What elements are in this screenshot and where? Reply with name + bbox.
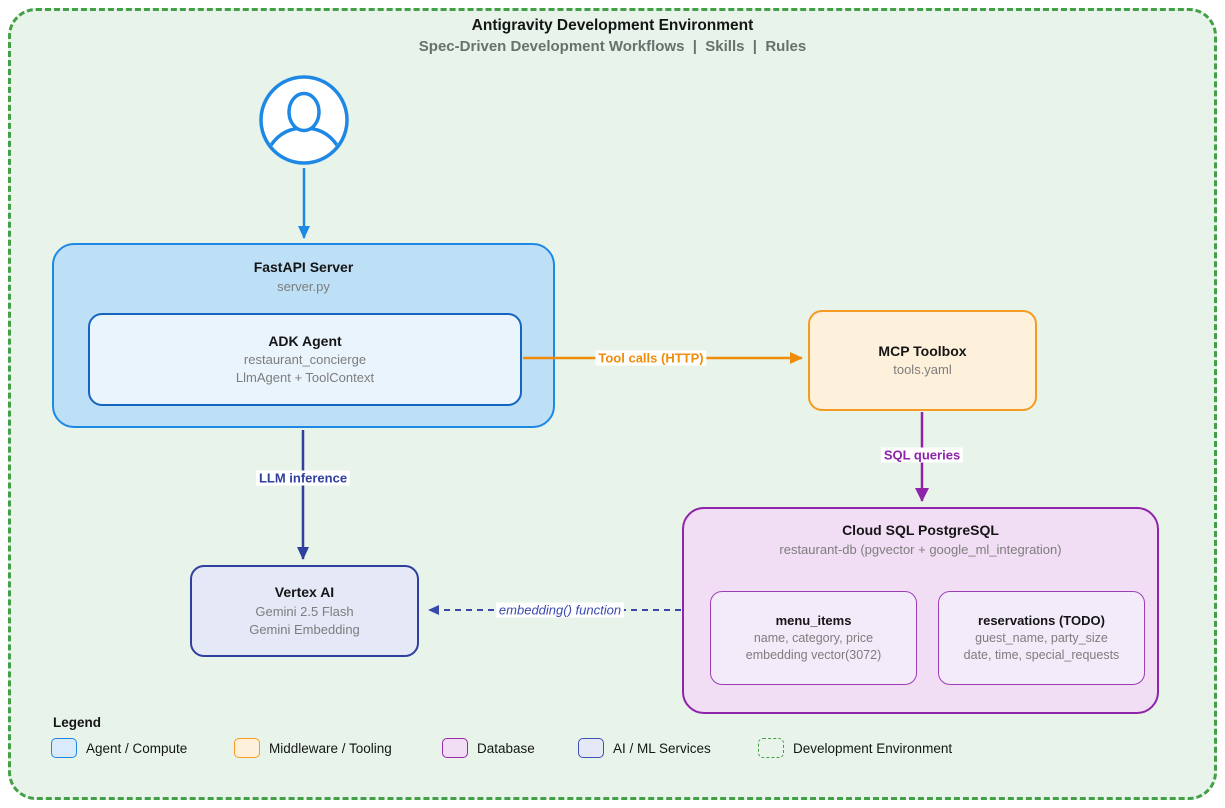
node-menu-items-table: menu_items name, category, price embeddi… [710, 591, 917, 685]
legend-item-middleware-tooling: Middleware / Tooling [234, 738, 392, 758]
edge-label-sql-queries: SQL queries [880, 447, 964, 463]
node-fastapi-server: FastAPI Server server.py ADK Agent resta… [52, 243, 555, 428]
legend-swatch-database [442, 738, 468, 758]
reservations-title: reservations (TODO) [978, 613, 1105, 629]
vertex-line2: Gemini Embedding [249, 621, 360, 637]
legend-swatch-development-environment [758, 738, 784, 758]
node-cloud-sql: Cloud SQL PostgreSQL restaurant-db (pgve… [682, 507, 1159, 714]
legend-item-agent-compute: Agent / Compute [51, 738, 187, 758]
menu-items-line2: embedding vector(3072) [745, 648, 882, 663]
adk-title: ADK Agent [268, 332, 342, 349]
edge-label-embedding-function: embedding() function [495, 602, 625, 618]
legend-swatch-ai-ml-services [578, 738, 604, 758]
node-mcp-toolbox: MCP Toolbox tools.yaml [808, 310, 1037, 411]
cloudsql-title: Cloud SQL PostgreSQL [842, 522, 999, 538]
legend-label: Development Environment [793, 740, 953, 756]
mcp-subtitle: tools.yaml [893, 362, 952, 378]
cloudsql-subtitle: restaurant-db (pgvector + google_ml_inte… [779, 541, 1062, 557]
user-icon [258, 74, 350, 166]
reservations-line2: date, time, special_requests [963, 648, 1120, 663]
legend-item-development-environment: Development Environment [758, 738, 952, 758]
legend-title: Legend [53, 715, 102, 730]
fastapi-title: FastAPI Server [253, 259, 354, 275]
mcp-title: MCP Toolbox [878, 342, 967, 359]
fastapi-subtitle: server.py [277, 278, 330, 294]
reservations-line1: guest_name, party_size [975, 631, 1108, 646]
node-adk-agent: ADK Agent restaurant_concierge LlmAgent … [88, 313, 522, 406]
legend-item-ai-ml-services: AI / ML Services [578, 738, 711, 758]
node-reservations-table: reservations (TODO) guest_name, party_si… [938, 591, 1145, 685]
diagram-title: Antigravity Development Environment [471, 17, 754, 34]
edge-label-llm-inference: LLM inference [255, 470, 351, 486]
node-vertex-ai: Vertex AI Gemini 2.5 Flash Gemini Embedd… [190, 565, 419, 657]
legend-label: Database [477, 740, 535, 756]
menu-items-title: menu_items [775, 613, 852, 629]
adk-line1: restaurant_concierge [243, 352, 367, 368]
edge-label-tool-calls: Tool calls (HTTP) [595, 350, 707, 366]
legend-swatch-agent-compute [51, 738, 77, 758]
vertex-line1: Gemini 2.5 Flash [255, 603, 354, 619]
menu-items-line1: name, category, price [753, 631, 874, 646]
adk-line2: LlmAgent + ToolContext [235, 370, 375, 386]
legend-label: Agent / Compute [86, 740, 188, 756]
legend-swatch-middleware-tooling [234, 738, 260, 758]
legend-item-database: Database [442, 738, 535, 758]
diagram-subtitle: Spec-Driven Development Workflows | Skil… [418, 38, 807, 55]
vertex-title: Vertex AI [274, 584, 335, 601]
legend-label: AI / ML Services [613, 740, 711, 756]
legend-label: Middleware / Tooling [269, 740, 392, 756]
